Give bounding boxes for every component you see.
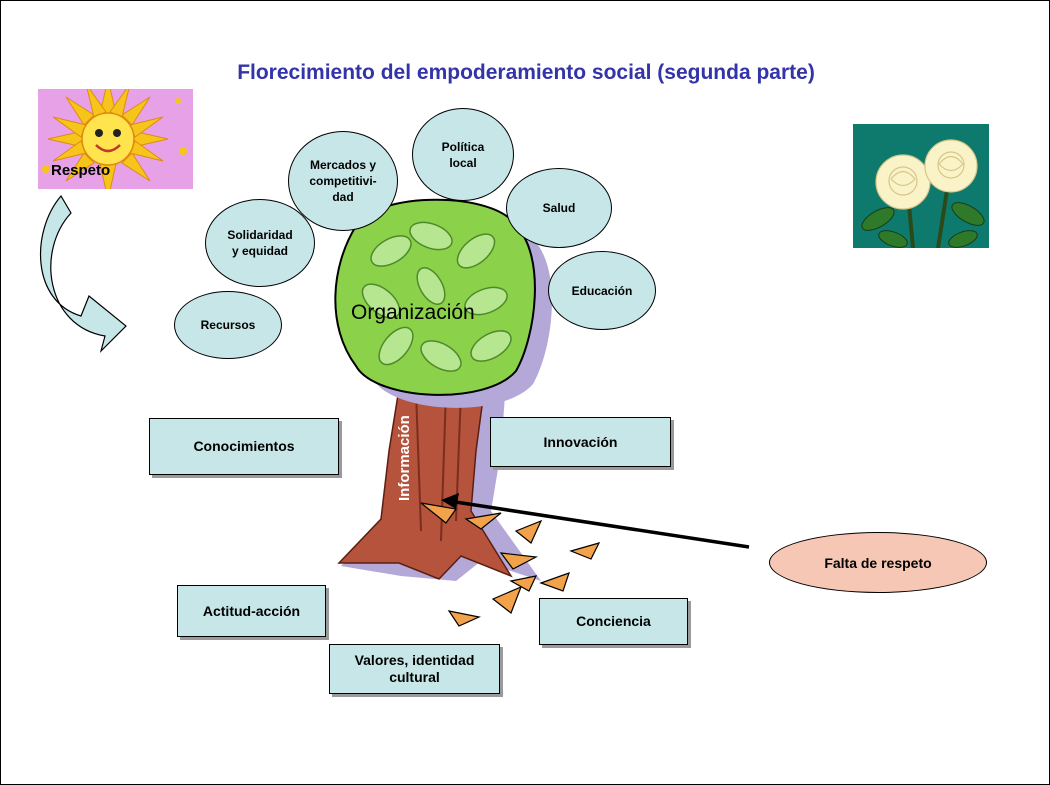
roses-clipart bbox=[853, 124, 989, 248]
oval-salud: Salud bbox=[506, 168, 612, 248]
box-actitud: Actitud-acción bbox=[177, 585, 326, 637]
informacion-label: Información bbox=[396, 415, 413, 501]
organizacion-label: Organización bbox=[351, 301, 475, 324]
respeto-label: Respeto bbox=[51, 162, 111, 179]
box-conocimientos: Conocimientos bbox=[149, 418, 339, 475]
slide-title: Florecimiento del empoderamiento social … bbox=[237, 61, 815, 84]
sun-clipart bbox=[38, 89, 193, 189]
oval-recursos: Recursos bbox=[174, 291, 282, 359]
curved-arrow-icon bbox=[39, 194, 127, 354]
roses-icon bbox=[861, 139, 985, 248]
falling-leaves bbox=[420, 493, 750, 627]
oval-falta-de-respeto: Falta de respeto bbox=[769, 532, 987, 593]
box-innovacion: Innovación bbox=[490, 417, 671, 467]
oval-educacion: Educación bbox=[548, 251, 656, 330]
box-conciencia: Conciencia bbox=[539, 598, 688, 645]
sun-icon bbox=[42, 89, 187, 189]
tree-illustration bbox=[334, 198, 552, 581]
